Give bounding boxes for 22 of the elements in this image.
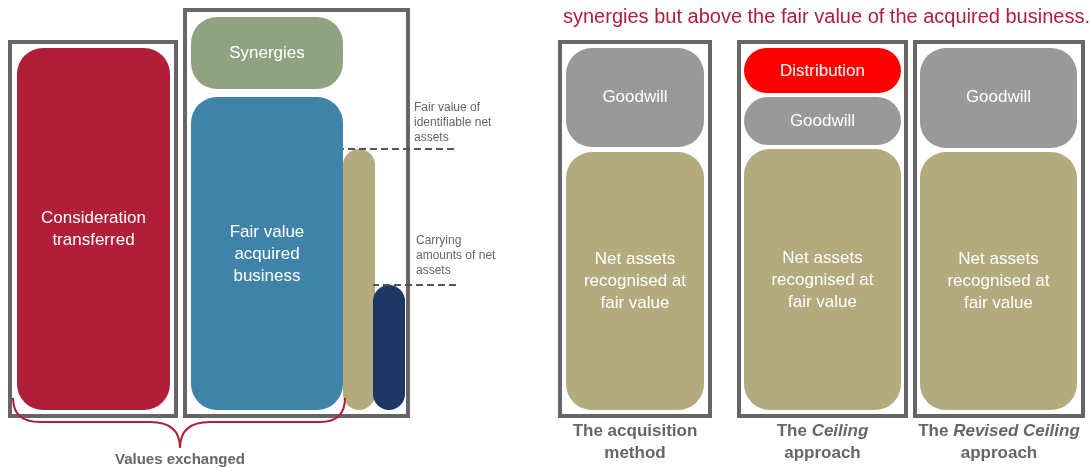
rounded-block: Goodwill <box>566 48 704 147</box>
leader-line <box>342 148 455 150</box>
rounded-block: Consideration transferred <box>17 48 170 410</box>
rounded-block: Synergies <box>191 17 343 89</box>
annotation-text: Fair value of identifiable net assets <box>414 100 500 147</box>
rounded-block: Goodwill <box>920 48 1077 148</box>
rounded-block: Net assets recognised at fair value <box>920 152 1077 410</box>
rounded-block: Goodwill <box>744 97 901 145</box>
panel-caption: The acquisition method <box>571 420 699 464</box>
rounded-block: Fair value acquired business <box>191 97 343 410</box>
leader-line <box>372 284 457 286</box>
rounded-block <box>373 285 405 410</box>
rounded-block: Net assets recognised at fair value <box>744 149 901 410</box>
rounded-block <box>343 149 375 410</box>
rounded-block: Distribution <box>744 48 901 93</box>
panel-caption: The Ceiling approach <box>775 420 870 464</box>
annotation-text: Carrying amounts of net assets <box>416 233 500 282</box>
rounded-block: Net assets recognised at fair value <box>566 152 704 410</box>
heading-text: synergies but above the fair value of the acquired business. <box>562 4 1090 28</box>
brace-label: Values exchanged <box>113 450 247 468</box>
panel-caption: The Revised Ceiling approach <box>917 420 1081 464</box>
panel-frame <box>183 8 410 418</box>
